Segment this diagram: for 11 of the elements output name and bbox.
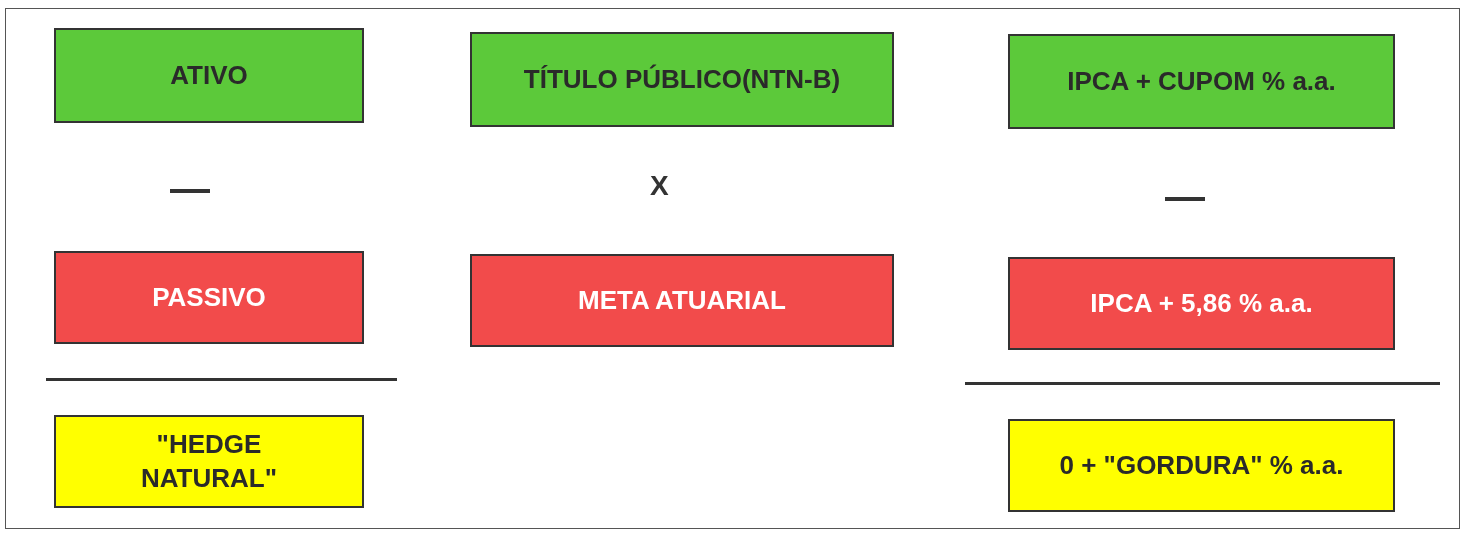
label-box: PASSIVO (54, 251, 364, 344)
minus-sign: — (170, 166, 210, 211)
label-box: IPCA + 5,86 % a.a. (1008, 257, 1395, 350)
label-box: META ATUARIAL (470, 254, 894, 347)
label-box: 0 + "GORDURA" % a.a. (1008, 419, 1395, 512)
label-box: IPCA + CUPOM % a.a. (1008, 34, 1395, 129)
label-box: TÍTULO PÚBLICO(NTN-B) (470, 32, 894, 127)
label-box: ATIVO (54, 28, 364, 123)
label-box: "HEDGE NATURAL" (54, 415, 364, 508)
minus-sign: — (1165, 174, 1205, 219)
multiplication-sign: X (650, 170, 669, 202)
